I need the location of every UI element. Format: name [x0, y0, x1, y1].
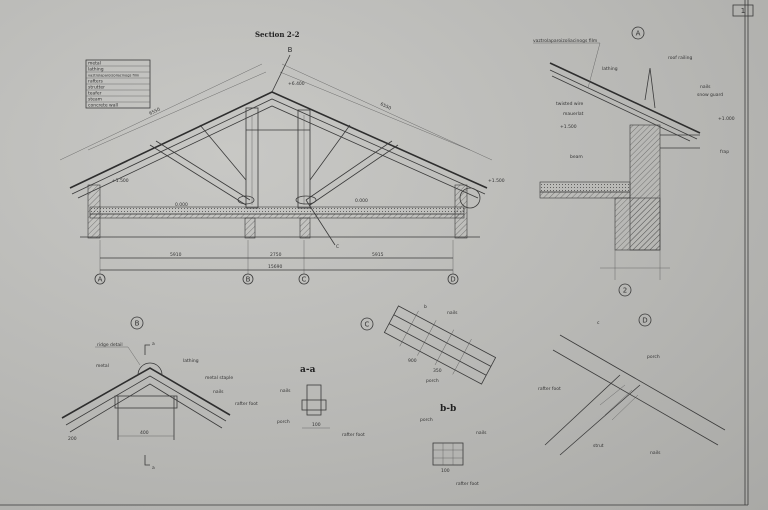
sheet-number: 1 [741, 7, 745, 15]
detail-a-label-beam: beam [570, 154, 583, 160]
detail-b-label-ridge: ridge detail [97, 342, 123, 348]
section-bb-label-rafter-foot: rafter foot [456, 481, 479, 487]
legend-item: rafters [88, 79, 103, 85]
detail-d: D porch rafter foot strut nails c [538, 313, 726, 456]
legend-item: lathing [88, 67, 104, 73]
detail-c-label-porch: porch [426, 378, 439, 384]
detail-a-label-snow-guard: snow guard [697, 92, 723, 98]
section-bb-title: b-b [440, 404, 456, 414]
ridge-level: +6.400 [288, 81, 305, 87]
legend-item: steam [88, 97, 102, 103]
axis-b: B [246, 276, 251, 284]
section-aa-label-porch: porch [277, 419, 290, 425]
section-aa-title: a-a [300, 365, 316, 375]
detail-d-label-nails: nails [650, 450, 661, 456]
detail-b-label-staple: metal staple [205, 375, 233, 381]
section-aa: a-a nails porch rafter foot 100 [277, 365, 365, 438]
detail-a-label-railing: roof railing [668, 55, 692, 61]
legend-item: concrete wall [88, 103, 118, 109]
legend-item: metal [88, 61, 101, 67]
legend-item: vaztrolaparoizoliacinogs film [88, 74, 140, 78]
section-bb-label-porch: porch [420, 417, 433, 423]
legend-item: teafer [88, 91, 102, 97]
dim-bc: 2750 [270, 252, 282, 258]
section-bb-label-nails: nails [476, 430, 487, 436]
detail-b-section-mark-bottom: a [152, 466, 155, 471]
detail-b-callout: B [135, 320, 140, 328]
axis-a: A [98, 276, 103, 284]
rafter-length-left: 6550 [148, 106, 161, 116]
detail-a-label-twisted-wire: twisted wire [556, 101, 584, 107]
legend-item: strutter [88, 85, 105, 91]
level-floor-right: 0.000 [355, 198, 368, 204]
main-section: Section 2-2 metal lathing vaztrolaparoiz… [59, 30, 505, 285]
detail-a-callout: A [636, 30, 641, 38]
detail-c-dim-1: 900 [408, 358, 417, 364]
section-bb: b-b porch nails rafter foot 100 [420, 404, 487, 487]
detail-d-callout: D [642, 317, 647, 325]
detail-a: A vaztrolaparoizoliacinogs film lathing … [533, 26, 735, 297]
detail-b-dim-400: 400 [140, 430, 149, 436]
detail-b-label-lathing: lathing [183, 358, 199, 364]
detail-b-dim-200: 200 [68, 436, 77, 442]
callout-c-label: C [336, 244, 339, 250]
section-aa-label-rafter-foot: rafter foot [342, 432, 365, 438]
detail-d-label-porch: porch [647, 354, 660, 360]
detail-d-label-rafter-foot: rafter foot [538, 386, 561, 392]
detail-d-section-mark: c [597, 321, 600, 326]
section-bb-dim: 100 [441, 468, 450, 474]
rafter-length-right: 6550 [379, 101, 392, 111]
level-left: +1.500 [112, 178, 129, 184]
detail-b-label-metal: metal [96, 363, 109, 369]
detail-d-label-strut: strut [593, 443, 604, 449]
axis-markers: A B C D [94, 273, 459, 285]
detail-a-label-nails: nails [700, 84, 711, 90]
detail-c-dim-2: 350 [433, 368, 442, 374]
level-floor: 0.000 [175, 202, 188, 208]
detail-b: B 400 200 ridge detail metal lathing met… [61, 316, 258, 471]
dim-cd: 5915 [372, 252, 384, 258]
detail-a-level-1: +1.500 [560, 124, 577, 130]
dim-total: 15690 [268, 264, 282, 270]
detail-a-label-mauerlat: mauerlat [563, 111, 584, 117]
dim-ab: 5910 [170, 252, 182, 258]
detail-b-label-rafter-foot: rafter foot [235, 401, 258, 407]
level-right: +1.500 [488, 178, 505, 184]
detail-c-callout: C [365, 321, 370, 329]
section-aa-label-nails: nails [280, 388, 291, 394]
detail-a-axis: 2 [623, 287, 627, 295]
axis-d: D [450, 276, 455, 284]
sheet-frame: 1 [0, 0, 754, 506]
detail-c-label-nails: nails [447, 310, 458, 316]
main-section-title: Section 2-2 [255, 30, 300, 39]
detail-c-section-mark: b [424, 304, 427, 310]
detail-a-label-frap: frap [720, 149, 729, 155]
legend-table: metal lathing vaztrolaparoizoliacinogs f… [85, 59, 151, 109]
detail-a-label-lathing: lathing [602, 66, 618, 72]
detail-a-label-film: vaztrolaparoizoliacinogs film [533, 38, 597, 44]
detail-a-level-2: +1.000 [718, 116, 735, 122]
detail-c: C nails porch 900 350 b [360, 304, 497, 385]
callout-b: B [288, 46, 293, 54]
section-aa-dim: 100 [312, 422, 321, 428]
axis-c: C [302, 276, 307, 284]
detail-b-label-nails: nails [213, 389, 224, 395]
detail-b-section-mark-top: a [152, 342, 155, 347]
